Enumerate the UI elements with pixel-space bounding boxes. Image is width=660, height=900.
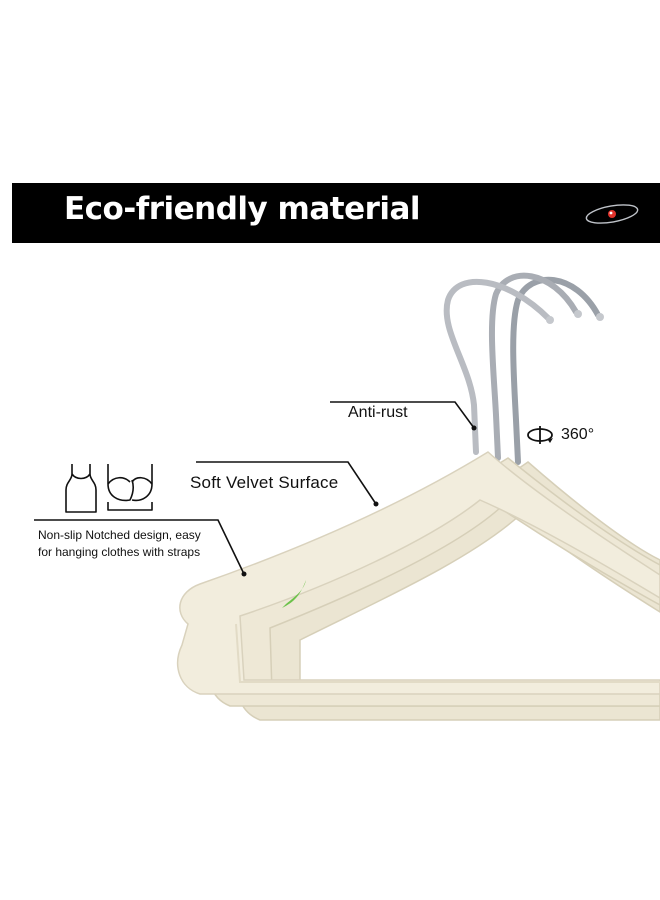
hook-group (443, 272, 604, 465)
title-banner: Eco-friendly material (12, 183, 660, 243)
leader-soft-velvet (196, 461, 377, 505)
notched-line-1: Non-slip Notched design, easy (38, 528, 201, 542)
hook-back (510, 276, 601, 465)
rotate-arrow-icon (527, 426, 553, 444)
hook-middle (488, 272, 579, 461)
garment-icons (65, 464, 153, 513)
rotation-label: 360° (561, 426, 595, 443)
orbit-logo-icon (585, 204, 639, 224)
hook-front (443, 278, 551, 455)
soft-velvet-label: Soft Velvet Surface (190, 473, 339, 492)
notched-design-label: Non-slip Notched design, easy for hangin… (38, 527, 201, 561)
notched-line-2: for hanging clothes with straps (38, 545, 201, 559)
tank-top-icon (65, 464, 97, 513)
anti-rust-label: Anti-rust (348, 404, 408, 421)
leader-lines (34, 401, 475, 575)
banner-title: Eco-friendly material (64, 191, 421, 227)
leader-notched (34, 519, 245, 575)
leader-anti-rust (330, 401, 475, 429)
bra-icon (107, 464, 153, 511)
